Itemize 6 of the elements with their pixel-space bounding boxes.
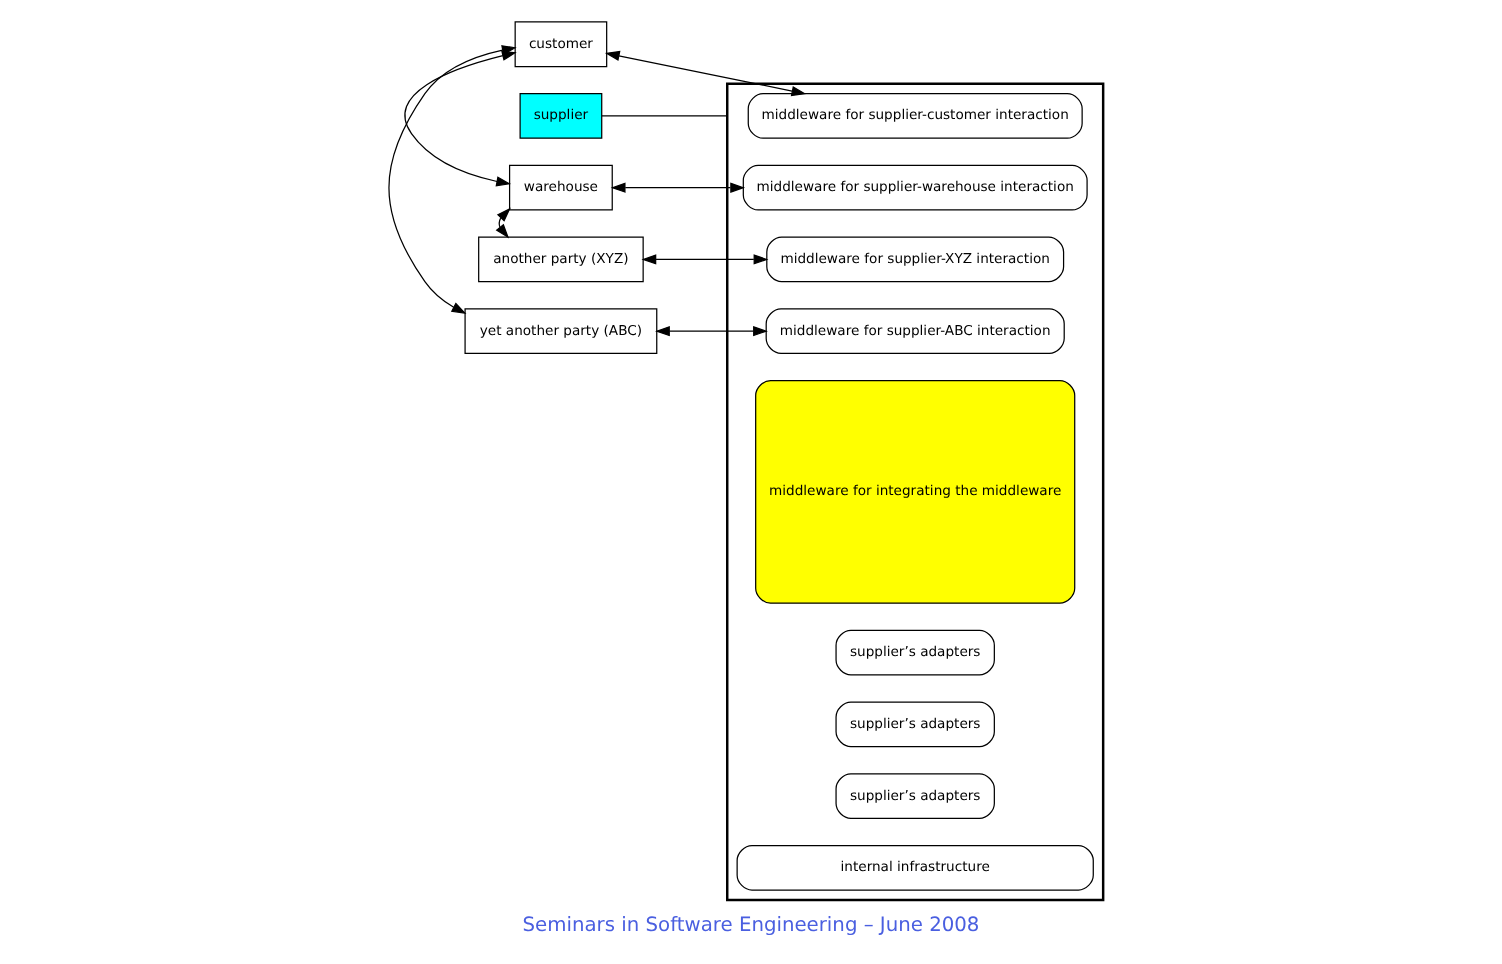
arrow <box>655 325 768 337</box>
caption: Seminars in Software Engineering – June 2008 <box>522 914 980 937</box>
arrow <box>604 50 807 97</box>
connector <box>601 115 728 117</box>
arrow <box>610 182 746 193</box>
arrow <box>641 254 769 265</box>
